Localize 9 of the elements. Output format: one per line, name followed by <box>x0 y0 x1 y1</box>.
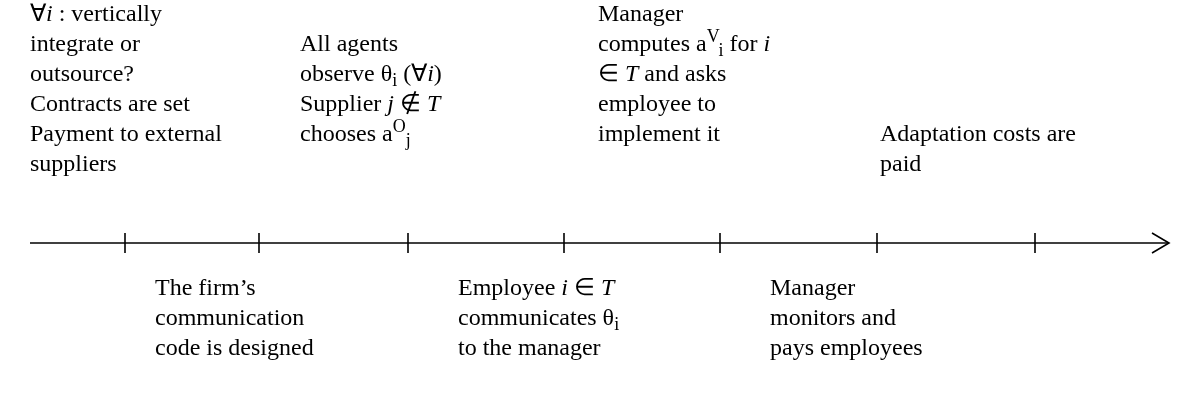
timeline-note: Manager monitors and pays employees <box>770 273 924 362</box>
timeline-note: Employee i ∈ T communicates θ$_{i}$ to the manager <box>458 273 621 362</box>
timeline-note: Payment to external suppliers <box>30 119 223 178</box>
timeline-note: Manager computes a$^{V}$$_{i}$ for i ∈ T and asks employee to implement it <box>598 0 772 148</box>
timeline-note: The firm’s communication code is designed <box>155 273 315 362</box>
timeline-note: Contracts are set <box>30 89 191 118</box>
timeline-note: All agents observe θ$_{i}$ (∀i) <box>300 29 443 88</box>
timeline-note: Adaptation costs are paid <box>880 119 1077 178</box>
timeline-note: ∀i : vertically integrate or outsource? <box>30 0 163 88</box>
